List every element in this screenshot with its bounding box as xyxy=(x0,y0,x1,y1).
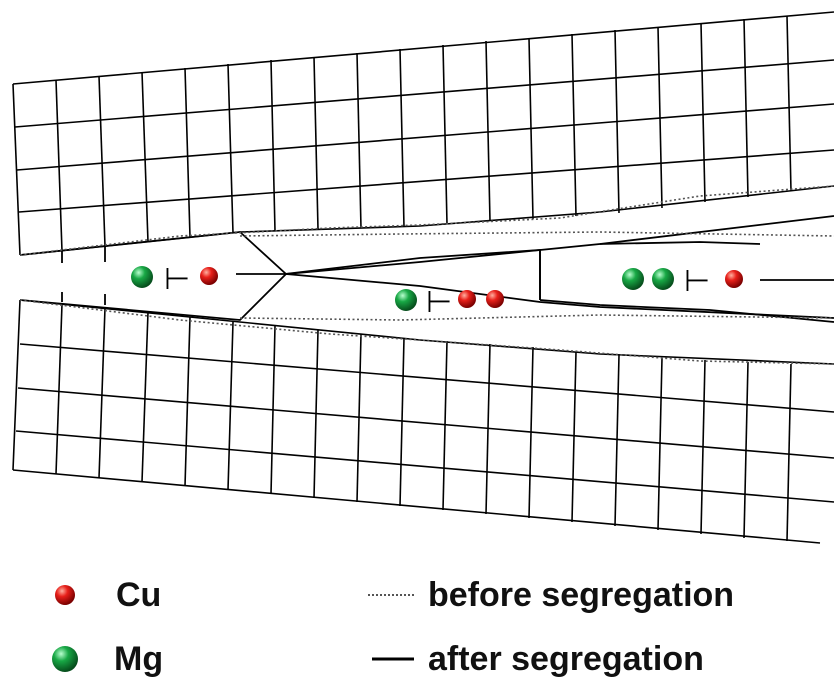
cu-atom xyxy=(200,267,218,285)
legend-mg-label: Mg xyxy=(114,640,164,678)
green-sphere-icon xyxy=(52,646,78,672)
mg-atom xyxy=(652,268,674,290)
lower-lattice-grid xyxy=(12,299,834,544)
mg-atom xyxy=(622,268,644,290)
dislocation-symbol: ⊢ xyxy=(426,285,452,320)
legend-after-label: after segregation xyxy=(428,640,704,678)
legend-after: after segregation xyxy=(370,642,704,676)
solid-line-icon xyxy=(372,657,414,661)
mg-atom xyxy=(131,266,153,288)
lattice-diagram: ⊢ ⊢ ⊢ xyxy=(12,11,834,544)
legend-cu-label: Cu xyxy=(116,576,162,614)
red-sphere-icon xyxy=(55,585,75,605)
mg-atom xyxy=(395,289,417,311)
cu-atom xyxy=(486,290,504,308)
dislocation-symbol: ⊢ xyxy=(684,264,710,299)
cu-atom xyxy=(458,290,476,308)
dotted-line-icon xyxy=(368,594,414,596)
crack-before-segregation xyxy=(19,185,834,365)
legend-before: before segregation xyxy=(368,578,734,612)
legend-before-label: before segregation xyxy=(428,576,735,614)
dislocation-symbol: ⊢ xyxy=(164,262,190,297)
legend-cu: Cu xyxy=(52,578,161,612)
cu-atom xyxy=(725,270,743,288)
crack-after-segregation xyxy=(19,215,834,323)
atoms-layer: ⊢ ⊢ ⊢ xyxy=(131,262,743,320)
upper-lattice-grid xyxy=(12,11,834,256)
legend-mg: Mg xyxy=(50,642,163,676)
